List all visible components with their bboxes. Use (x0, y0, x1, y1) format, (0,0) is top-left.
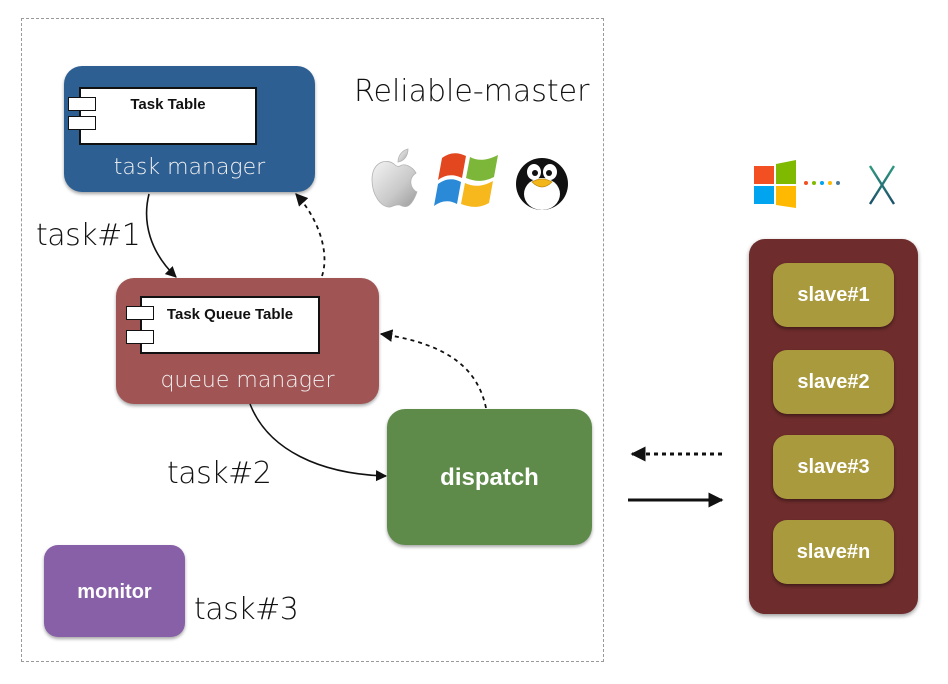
task-table-label: Task Table (130, 96, 206, 113)
monitor-label: monitor (77, 581, 152, 603)
monitor-task-label: task#3 (194, 592, 299, 627)
slave-node: slave#2 (773, 350, 894, 414)
client-os-icons (754, 160, 896, 208)
edge-label-task2: task#2 (167, 456, 272, 491)
task-manager-label: task manager (113, 155, 266, 180)
component-port-icon (126, 306, 154, 320)
apple-icon (371, 148, 418, 208)
os-icons (371, 148, 568, 210)
dispatch-label: dispatch (440, 464, 539, 491)
component-port-icon (126, 330, 154, 344)
windows-8-icon (754, 160, 796, 208)
slave-node: slave#n (773, 520, 894, 584)
dispatch-node: dispatch (387, 409, 592, 545)
component-port-icon (68, 97, 96, 111)
component-port-icon (68, 116, 96, 130)
windows-icon (434, 153, 498, 207)
task-queue-table-label: Task Queue Table (166, 306, 294, 323)
queue-manager-node: Task Queue Table queue manager (116, 278, 379, 404)
task-manager-node: Task Table task manager (64, 66, 315, 192)
linux-tux-icon (516, 158, 568, 210)
ellipsis-dots-icon (804, 181, 840, 185)
queue-manager-label: queue manager (160, 368, 335, 393)
os-x-icon (868, 165, 896, 205)
edge-label-task1: task#1 (36, 218, 141, 253)
task-table-component: Task Table (79, 87, 257, 145)
monitor-node: monitor (44, 545, 185, 637)
slave-node: slave#3 (773, 435, 894, 499)
master-title: Reliable-master (354, 74, 590, 109)
slave-cluster: slave#1 slave#2 slave#3 slave#n (749, 239, 918, 614)
slave-node: slave#1 (773, 263, 894, 327)
master-boundary (21, 18, 604, 662)
task-queue-table-component: Task Queue Table (140, 296, 320, 354)
